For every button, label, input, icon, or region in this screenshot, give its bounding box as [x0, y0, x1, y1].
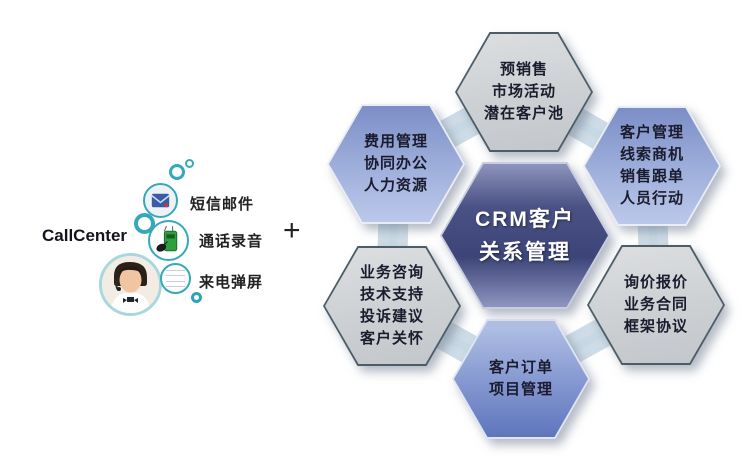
hex-line: 询价报价 — [623, 274, 688, 291]
recorder-icon — [148, 220, 189, 261]
hex-line: CRM客户 — [475, 207, 575, 231]
hex-line: 项目管理 — [488, 381, 553, 398]
plus-sign: + — [283, 214, 301, 247]
screen-popup-icon — [160, 263, 191, 294]
callcenter-title: CallCenter — [42, 226, 128, 245]
hex-line: 费用管理 — [363, 133, 428, 150]
hex-line: 市场活动 — [491, 83, 556, 100]
hex-line: 客户关怀 — [359, 330, 424, 347]
hex-line: 业务咨询 — [359, 264, 424, 281]
hexagon-customer-management: 客户管理 线索商机 销售跟单 人员行动 — [583, 106, 721, 226]
hex-line: 协同办公 — [363, 155, 428, 172]
email-glyph-icon — [151, 193, 170, 208]
screen-lines-icon — [166, 270, 185, 287]
agent-avatar — [99, 253, 162, 316]
hex-line: 销售跟单 — [619, 168, 684, 185]
hex-line: 技术支持 — [359, 286, 424, 303]
label-sms-email: 短信邮件 — [190, 196, 255, 213]
hex-line: 关系管理 — [479, 240, 571, 264]
hex-line: 潜在客户池 — [483, 105, 564, 122]
bubble-icon — [191, 292, 202, 303]
label-caller-popup: 来电弹屏 — [199, 274, 264, 291]
bubble-icon — [185, 159, 194, 168]
hexagon-orders-projects: 客户订单 项目管理 — [452, 319, 590, 439]
hex-line: 人力资源 — [363, 177, 428, 194]
hex-line: 人员行动 — [619, 190, 684, 207]
hexagon-label: 业务咨询 技术支持 投诉建议 客户关怀 — [323, 246, 461, 366]
hexagon-quotation-contract: 询价报价 业务合同 框架协议 — [587, 245, 725, 365]
bubble-icon — [134, 213, 155, 234]
hexagon-expense-office-hr: 费用管理 协同办公 人力资源 — [327, 104, 465, 224]
hexagon-pre-sales: 预销售 市场活动 潜在客户池 — [455, 32, 593, 152]
hexagon-label: 客户订单 项目管理 — [452, 319, 590, 439]
hex-line: 客户订单 — [488, 359, 553, 376]
bubble-icon — [169, 164, 185, 180]
email-icon — [143, 183, 178, 218]
hex-line: 预销售 — [499, 61, 548, 78]
hexagon-customer-service: 业务咨询 技术支持 投诉建议 客户关怀 — [323, 246, 461, 366]
label-call-recording: 通话录音 — [199, 233, 264, 250]
hex-line: 线索商机 — [619, 146, 684, 163]
hexagon-crm-center: CRM客户 关系管理 — [440, 162, 610, 309]
hexagon-label: 询价报价 业务合同 框架协议 — [587, 245, 725, 365]
hex-line: 投诉建议 — [359, 308, 424, 325]
recorder-glyph-icon — [156, 225, 178, 252]
hex-line: 框架协议 — [623, 318, 688, 335]
agent-photo-icon — [102, 256, 159, 313]
hexagon-label: 客户管理 线索商机 销售跟单 人员行动 — [583, 106, 721, 226]
hex-line: 业务合同 — [623, 296, 688, 313]
hexagon-label: 费用管理 协同办公 人力资源 — [327, 104, 465, 224]
crm-center-label: CRM客户 关系管理 — [440, 162, 610, 309]
hexagon-label: 预销售 市场活动 潜在客户池 — [455, 32, 593, 152]
hex-line: 客户管理 — [619, 124, 684, 141]
